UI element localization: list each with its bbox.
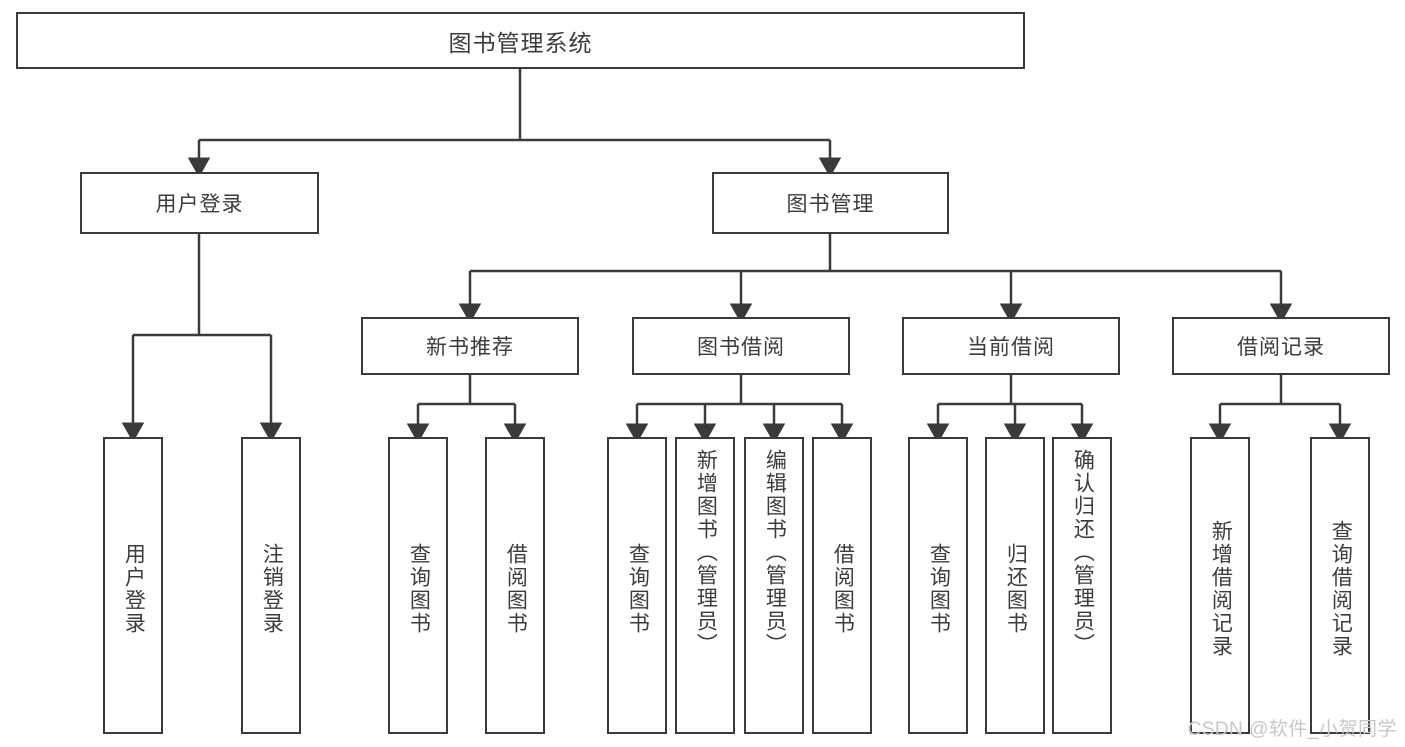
- node-leaf-query-book-borrow[interactable]: 查询图书: [607, 437, 667, 734]
- edge-borrow-record-to-leaves: [1208, 375, 1352, 444]
- node-leaf-edit-book-admin[interactable]: 编辑图书（管理员）: [744, 437, 804, 734]
- edge-current-borrow-to-leaves: [926, 375, 1094, 444]
- leaf-inner: 归还图书: [987, 445, 1043, 732]
- node-label: 查询图书: [626, 542, 650, 635]
- leaf-inner: 注销登录: [243, 445, 299, 732]
- node-label: 归还图书: [1004, 542, 1028, 635]
- node-leaf-query-book-current[interactable]: 查询图书: [908, 437, 968, 734]
- node-label: 图书管理: [786, 193, 875, 216]
- leaf-inner: 新增图书（管理员）: [677, 445, 733, 736]
- node-book-management[interactable]: 图书管理: [712, 172, 949, 234]
- node-label: 当前借阅: [967, 336, 1055, 359]
- leaf-inner: 用户登录: [105, 445, 161, 732]
- edge-new-book-rec-to-leaves: [406, 375, 527, 444]
- leaf-inner: 借阅图书: [814, 445, 870, 732]
- node-leaf-add-book-admin[interactable]: 新增图书（管理员）: [675, 437, 735, 734]
- leaf-inner: 查询图书: [390, 445, 446, 732]
- node-leaf-confirm-return-admin[interactable]: 确认归还（管理员）: [1052, 437, 1112, 734]
- leaf-inner: 新增借阅记录: [1192, 445, 1248, 732]
- node-label: 确认归还（管理员）: [1071, 449, 1095, 656]
- node-label: 借阅图书: [831, 542, 855, 635]
- node-label: 注销登录: [260, 542, 284, 635]
- node-leaf-logout[interactable]: 注销登录: [241, 437, 301, 734]
- leaf-inner: 查询借阅记录: [1312, 445, 1368, 732]
- edge-book-manage-to-level2: [458, 234, 1293, 324]
- node-label: 用户登录: [122, 542, 146, 635]
- edge-book-borrow-to-leaves: [625, 375, 854, 444]
- node-label: 用户登录: [155, 193, 244, 216]
- node-label: 编辑图书（管理员）: [763, 449, 787, 656]
- leaf-inner: 确认归还（管理员）: [1054, 445, 1110, 736]
- node-borrowing-record[interactable]: 借阅记录: [1172, 317, 1390, 375]
- node-user-login[interactable]: 用户登录: [80, 172, 319, 234]
- node-label: 图书借阅: [697, 336, 785, 359]
- edge-root-to-level1: [187, 69, 842, 178]
- edge-user-login-to-leaves: [121, 234, 283, 443]
- node-leaf-query-book-rec[interactable]: 查询图书: [388, 437, 448, 734]
- node-new-book-recommendation[interactable]: 新书推荐: [361, 317, 579, 375]
- node-leaf-borrow-book[interactable]: 借阅图书: [812, 437, 872, 734]
- leaf-inner: 查询图书: [910, 445, 966, 732]
- node-label: 借阅图书: [504, 542, 528, 635]
- node-book-management-system[interactable]: 图书管理系统: [16, 12, 1025, 69]
- node-label: 新增图书（管理员）: [694, 449, 718, 656]
- node-label: 借阅记录: [1237, 336, 1325, 359]
- node-leaf-borrow-book-rec[interactable]: 借阅图书: [485, 437, 545, 734]
- node-label: 查询图书: [927, 542, 951, 635]
- node-label: 新增借阅记录: [1209, 519, 1233, 658]
- node-current-borrowing[interactable]: 当前借阅: [902, 317, 1120, 375]
- node-book-borrowing[interactable]: 图书借阅: [632, 317, 850, 375]
- node-leaf-return-book[interactable]: 归还图书: [985, 437, 1045, 734]
- node-leaf-query-borrow-record[interactable]: 查询借阅记录: [1310, 437, 1370, 734]
- leaf-inner: 借阅图书: [487, 445, 543, 732]
- leaf-inner: 查询图书: [609, 445, 665, 732]
- node-label: 图书管理系统: [448, 29, 593, 56]
- csdn-watermark: CSDN @软件_小贺同学: [1187, 719, 1397, 740]
- node-leaf-add-borrow-record[interactable]: 新增借阅记录: [1190, 437, 1250, 734]
- leaf-inner: 编辑图书（管理员）: [746, 445, 802, 736]
- node-label: 查询借阅记录: [1329, 519, 1353, 658]
- node-label: 新书推荐: [426, 336, 514, 359]
- node-label: 查询图书: [407, 542, 431, 635]
- node-leaf-user-login[interactable]: 用户登录: [103, 437, 163, 734]
